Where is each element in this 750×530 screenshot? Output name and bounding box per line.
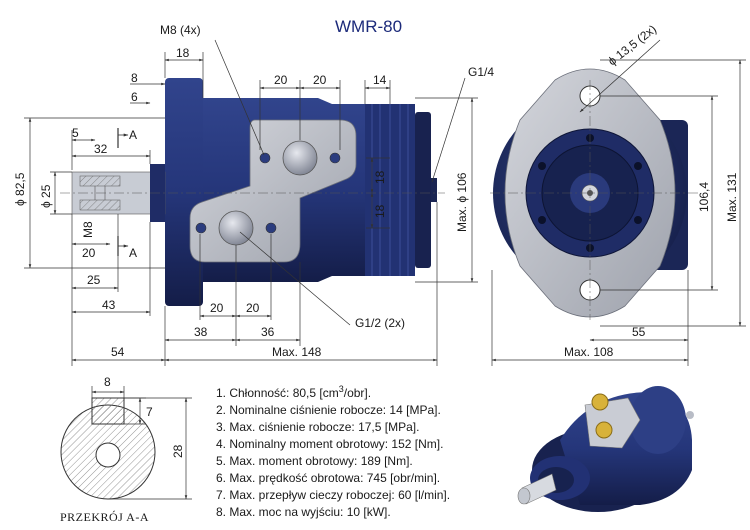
- section-a-a: [60, 397, 156, 500]
- dim-shaft-5: 5: [72, 126, 79, 140]
- label-g14: G1/4: [468, 65, 494, 79]
- spec-item: 6. Max. prędkość obrotowa: 745 [obr/min]…: [216, 471, 440, 485]
- dim-key-8: 8: [104, 375, 111, 389]
- dim-bottom-max148: Max. 148: [272, 345, 322, 359]
- dim-body-18a: 18: [373, 170, 387, 184]
- shaft-bore: [95, 442, 121, 468]
- section-mark-top: A: [129, 128, 137, 142]
- drawing-title: WMR-80: [335, 17, 402, 36]
- front-view: [60, 78, 445, 306]
- section-caption: PRZEKRÓJ A-A: [60, 510, 149, 524]
- dim-hole-diameter: ϕ 13,5 (2x): [605, 22, 659, 68]
- port-b: [218, 210, 254, 246]
- key-section: [91, 397, 125, 425]
- dim-body-18b: 18: [373, 204, 387, 218]
- spec-list: 1. Chłonność: 80,5 [cm3/obr]. 2. Nominal…: [216, 384, 450, 519]
- spec-item: 4. Nominalny moment obrotowy: 152 [Nm].: [216, 437, 443, 451]
- bolt-hole: [329, 152, 341, 164]
- dim-bottom-43: 43: [102, 298, 116, 312]
- dim-height-1064: 106,4: [697, 182, 711, 212]
- label-g12: G1/2 (2x): [355, 316, 405, 330]
- section-dimension-lines: [91, 386, 192, 500]
- dim-section-height-28: 28: [171, 444, 185, 458]
- dim-max-diameter-106: Max. ϕ 106: [455, 172, 469, 232]
- dim-width-55: 55: [632, 325, 646, 339]
- spec-item: 1. Chłonność: 80,5 [cm3/obr].: [216, 384, 371, 400]
- dim-shaft-32: 32: [94, 142, 108, 156]
- dim-height-max131: Max. 131: [725, 172, 739, 222]
- section-marker-top: [117, 128, 129, 148]
- label-bolts: M8 (4x): [160, 23, 201, 37]
- section-mark-bottom: A: [129, 246, 137, 260]
- dim-bottom-36: 36: [261, 325, 275, 339]
- dim-left-6: 6: [131, 90, 138, 104]
- dim-bottom-25: 25: [87, 273, 101, 287]
- dim-top-18: 18: [176, 46, 190, 60]
- bolt-hole: [195, 222, 207, 234]
- dim-left-8: 8: [131, 71, 138, 85]
- dim-top-14: 14: [373, 73, 387, 87]
- port-a: [282, 140, 318, 176]
- dim-top-20b: 20: [313, 73, 327, 87]
- dim-diameter-25: ϕ 25: [39, 184, 53, 208]
- dim-key-7: 7: [146, 405, 153, 419]
- spec-item: 3. Max. ciśnienie robocze: 17,5 [MPa].: [216, 420, 419, 434]
- port-fitting: [591, 393, 609, 411]
- spec-item: 2. Nominalne ciśnienie robocze: 14 [MPa]…: [216, 403, 441, 417]
- front-view-dimension-lines: [24, 39, 478, 366]
- side-view-dimension-lines: [491, 39, 746, 366]
- port-fitting: [595, 421, 613, 439]
- dim-bottom-20b: 20: [246, 301, 260, 315]
- dim-m8: M8: [81, 221, 95, 238]
- side-view: [490, 68, 700, 320]
- mounting-flange: [165, 78, 203, 306]
- bolt-hole: [265, 222, 277, 234]
- dim-width-max108: Max. 108: [564, 345, 614, 359]
- spec-item: 5. Max. moment obrotowy: 189 [Nm].: [216, 454, 413, 468]
- spec-item: 8. Max. moc na wyjściu: 10 [kW].: [216, 505, 391, 519]
- dim-bottom-20a: 20: [210, 301, 224, 315]
- dim-top-20a: 20: [274, 73, 288, 87]
- dim-diameter-825: ϕ 82,5: [13, 172, 27, 206]
- dim-bottom-38: 38: [194, 325, 208, 339]
- section-marker-bottom: [117, 236, 129, 256]
- bolt-hole: [259, 152, 271, 164]
- motor-3d-render: [517, 386, 694, 512]
- end-cap: [415, 112, 431, 268]
- dim-bottom-54: 54: [111, 345, 125, 359]
- dim-shaft-20: 20: [82, 246, 96, 260]
- spec-item: 7. Max. przepływ cieczy roboczej: 60 [l/…: [216, 488, 450, 502]
